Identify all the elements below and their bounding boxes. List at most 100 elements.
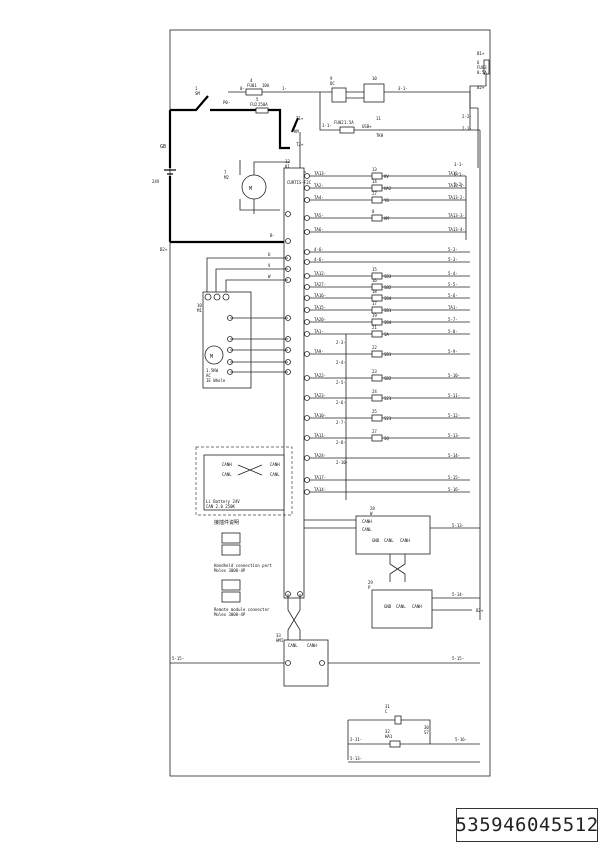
phase-w: W	[268, 274, 271, 279]
wire-label-right: 5-4-	[448, 271, 458, 276]
wire-label-right: TA13-	[448, 171, 460, 176]
contactor-km: 3 KM T1+ T2+	[294, 116, 304, 147]
wire-label: 2-7-	[336, 420, 346, 425]
can-h-label: CANH	[222, 462, 232, 467]
controller-ref: K1	[285, 164, 290, 169]
wire-label-left: TA15-	[314, 305, 326, 310]
component-ref: SB2	[384, 376, 392, 381]
wire-label-left: TA24-	[314, 453, 326, 458]
component-ref: SB3	[384, 274, 392, 279]
controller-pin	[304, 259, 310, 265]
svg-text:B-: B-	[270, 233, 275, 238]
wire-label-right: TA13-1-	[448, 183, 465, 188]
fuse-main-rating: 10A	[262, 83, 270, 88]
component-num: 13	[372, 167, 377, 172]
row-component	[371, 272, 383, 280]
wire-label: P0-	[223, 100, 230, 105]
key-30-ref: S7	[424, 730, 429, 735]
component-ref: KV	[384, 174, 389, 179]
can-l-label: CANL	[288, 643, 298, 648]
wire-label: 5-1-	[454, 172, 464, 177]
row-component	[371, 214, 383, 222]
wire-label: B2+	[160, 247, 168, 252]
wire-label-right: 5-12-	[448, 413, 460, 418]
controller-pin	[304, 375, 310, 381]
gnd-label: GND	[384, 604, 392, 609]
wire-label-right: 5-6-	[448, 293, 458, 298]
battery-ref: GB	[160, 144, 166, 150]
wire-label: 1-	[282, 86, 287, 91]
serial-number: 535946045512	[455, 814, 599, 836]
component-num: 18	[372, 289, 377, 294]
traction-motor-power: 1.5KW	[206, 368, 219, 373]
horn-ref: C	[385, 709, 388, 714]
controller-pin	[304, 489, 310, 495]
controller-pin	[304, 331, 310, 337]
remote-ref: P	[368, 585, 371, 590]
wire-label-right: 5-15-	[448, 475, 460, 480]
row-component	[371, 318, 383, 326]
horn-buzzer: 31 C 32 HA1 30 S7 2-11- 5-16- 5-13-	[347, 704, 480, 763]
legend-handset-part: Molex 3000-4P	[214, 568, 246, 573]
wire-label-right: 5-3-	[448, 257, 458, 262]
dc-converter: 9 DC 10 FU02 1.5A USB+ 11 TKH 1-1- 3-1-	[310, 76, 471, 138]
controller-pin	[304, 295, 310, 301]
row-component	[371, 196, 383, 204]
fuse-top-num: 6	[477, 60, 480, 65]
fuse-main: 4 FU01 10A 0- 1-	[228, 78, 310, 96]
contactor-wire	[278, 117, 300, 150]
wire-label-right: TA13-2-	[448, 195, 465, 200]
controller-pin	[304, 284, 310, 290]
can-l-label: CANL	[384, 538, 394, 543]
row-component	[371, 374, 383, 382]
wire-label-left: TA13-	[314, 171, 326, 176]
wire-label: 2-10-	[336, 460, 348, 465]
buzzer-ref: HA1	[385, 734, 393, 739]
controller-pin	[304, 455, 310, 461]
fuse-drive-num: 5	[256, 97, 259, 102]
row-component	[371, 294, 383, 302]
can-h-label: CANH	[307, 643, 317, 648]
pump-motor-num: 7	[224, 170, 227, 175]
component-ref: SB1	[384, 352, 392, 357]
controller-pin	[304, 435, 310, 441]
wire-label-left: TA16-	[314, 293, 326, 298]
row-component	[371, 434, 383, 442]
component-num: 19	[372, 313, 377, 318]
wire-label-right: 5-11-	[448, 393, 460, 398]
wire-label-right: 5-10-	[448, 373, 460, 378]
wire-label-right: 5-9-	[448, 349, 458, 354]
fuse-usb-label: USB+	[362, 124, 372, 129]
component-num: 21	[372, 325, 377, 330]
can-h-label: CANH	[412, 604, 422, 609]
component-ref: SB2	[384, 285, 392, 290]
wire-label: 2-2-	[462, 114, 472, 119]
fuse-drive-ref: FU2	[250, 102, 258, 107]
wire-label-right: 5-16-	[448, 487, 460, 492]
component-ref: S21	[384, 396, 392, 401]
wire-label: 5-13-	[452, 523, 464, 528]
dc-converter-num: 9	[330, 76, 333, 81]
wire-label-left: TA5-	[314, 213, 324, 218]
fuse-main-num: 4	[250, 78, 253, 83]
fuse-usb-sub: TKH	[376, 133, 384, 138]
component-ref: SB4	[384, 320, 392, 325]
wire-label-right: 5-3-	[448, 247, 458, 252]
component-num: 24	[372, 389, 377, 394]
fuse-top-right: B1+ 6 FU03 0.5A B2+	[469, 51, 490, 168]
serial-number-box: 535946045512	[455, 808, 599, 842]
controller-pin	[304, 273, 310, 279]
component-num: 25	[372, 409, 377, 414]
pump-motor-ref: M2	[224, 175, 229, 180]
controller: 12 K1 CURTIS-F2C	[283, 159, 312, 599]
wire-label: 2-11-	[350, 737, 362, 742]
wire-label-left: TA27-	[314, 282, 326, 287]
wire-label: B2+	[477, 85, 485, 90]
handle-module: 28 W GND CANL CANH CANH CANL 5-13-	[304, 506, 480, 555]
can-l-label: CANL	[396, 604, 406, 609]
wire-label: B2+	[476, 608, 484, 613]
row-component	[371, 184, 383, 192]
controller-signal-rows: TA13-TA13-13KVTA2-TA13-1-14HA2TA4-TA13-2…	[304, 167, 470, 500]
traction-motor-type: AC	[206, 373, 211, 378]
